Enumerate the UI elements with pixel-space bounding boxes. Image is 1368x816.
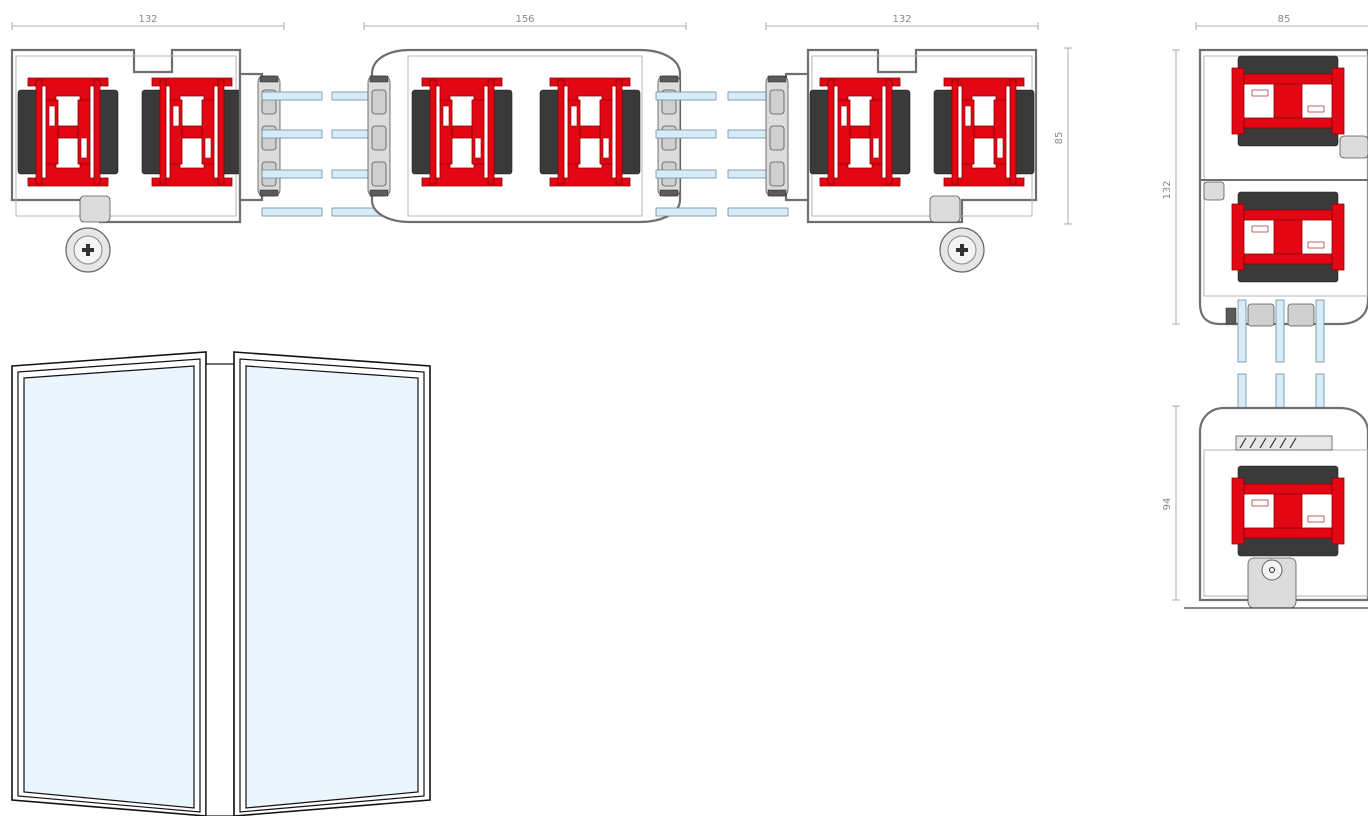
hinge-roller-right xyxy=(939,227,985,273)
vertical-section: 85 132 94 xyxy=(1162,14,1368,609)
dim-plan-center: 156 xyxy=(515,14,534,25)
plan-section xyxy=(10,48,1038,273)
dim-plan-right: 132 xyxy=(892,14,911,25)
thermal-break-left-2 xyxy=(141,77,243,187)
thermal-break-center-1 xyxy=(411,77,513,187)
thermal-break-center-2 xyxy=(539,77,641,187)
thermal-break-right-2 xyxy=(933,77,1035,187)
thermal-break-left-1 xyxy=(17,77,119,187)
plan-dimensions: 132 156 132 85 xyxy=(11,14,1072,225)
glass-pane-right xyxy=(245,365,419,809)
dim-section-lower: 94 xyxy=(1162,498,1173,511)
dim-plan-left: 132 xyxy=(138,14,157,25)
dim-section-upper: 132 xyxy=(1162,180,1173,199)
thermal-break-right-1 xyxy=(809,77,911,187)
window-elevation xyxy=(11,351,431,816)
dim-plan-depth: 85 xyxy=(1054,132,1065,145)
dim-section-depth: 85 xyxy=(1278,14,1291,25)
hinge-roller-left xyxy=(65,227,111,273)
glass-pane-left xyxy=(23,365,195,809)
